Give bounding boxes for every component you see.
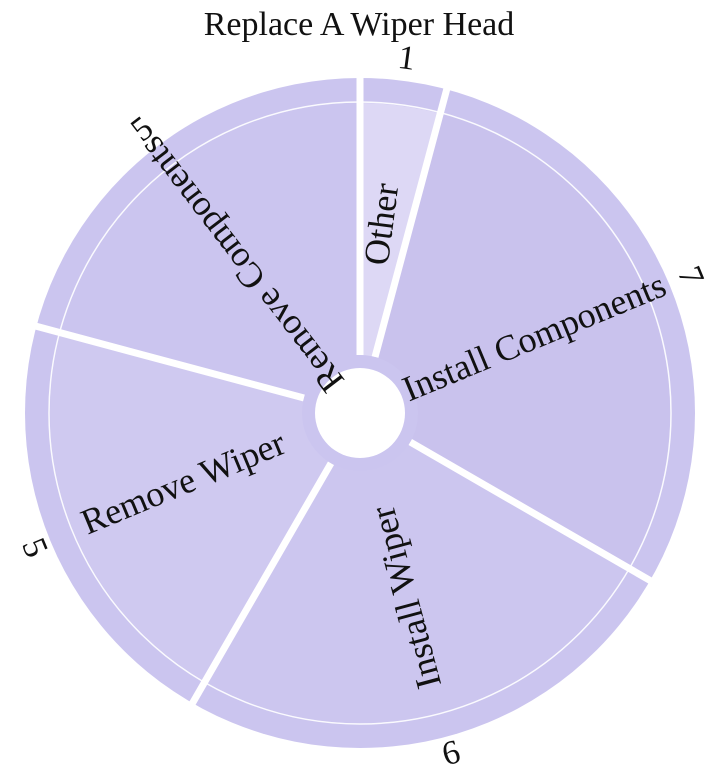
slice-gap-remove-components	[33, 322, 305, 402]
slice-gap-install-wiper	[408, 438, 654, 585]
count-label-install-components: 7	[670, 261, 711, 291]
count-label-remove-wiper: 5	[14, 533, 55, 563]
slices-layer	[33, 76, 670, 724]
slice-gap-remove-wiper	[188, 461, 335, 707]
pie-slice-remove-wiper	[50, 332, 361, 682]
chart-title: Replace A Wiper Head	[203, 6, 515, 43]
count-label-other: 1	[396, 39, 418, 78]
pie-slice-install-wiper	[205, 413, 629, 724]
pie-slice-remove-components	[60, 103, 361, 413]
center-hole	[315, 368, 405, 458]
count-label-install-wiper: 6	[438, 733, 464, 772]
slice-gap-install-components	[371, 86, 451, 358]
